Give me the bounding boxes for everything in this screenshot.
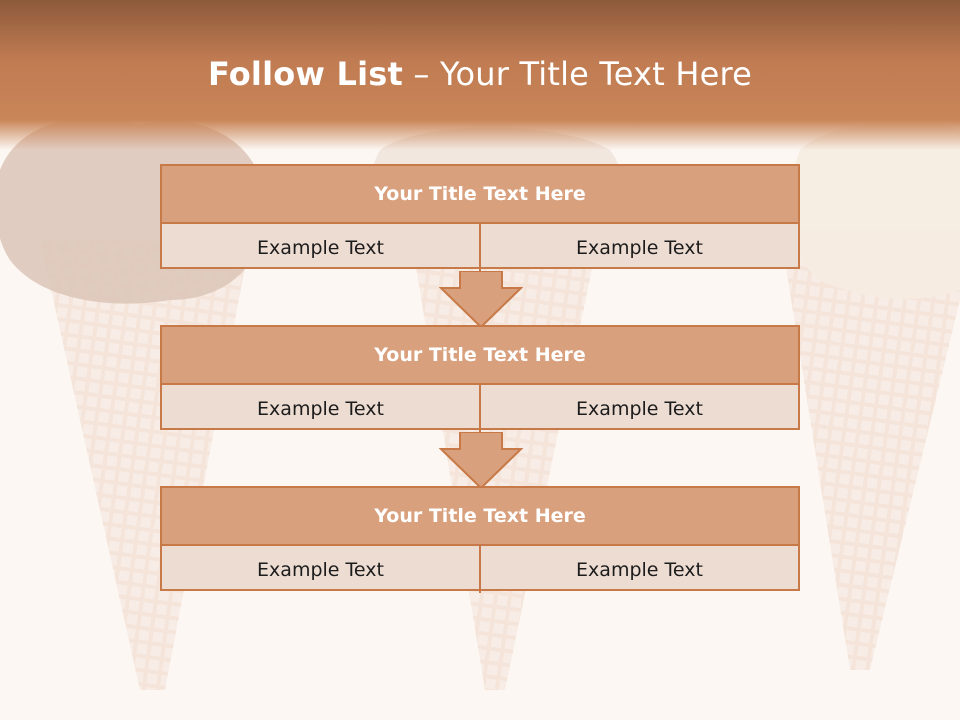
- step-title-2: Your Title Text Here: [162, 327, 798, 385]
- slide-title-bold: Follow List: [207, 55, 404, 93]
- step-row-1: Example Text Example Text: [162, 224, 798, 271]
- step-title-3: Your Title Text Here: [162, 488, 798, 546]
- step-row-2: Example Text Example Text: [162, 385, 798, 432]
- down-arrow-icon: [439, 432, 523, 490]
- step-block-2: Your Title Text Here Example Text Exampl…: [160, 325, 800, 432]
- slide-title-rest: – Your Title Text Here: [403, 55, 753, 93]
- step-title-1: Your Title Text Here: [162, 166, 798, 224]
- step-3-right-text: Example Text: [479, 546, 798, 593]
- step-2-left-text: Example Text: [257, 397, 384, 420]
- title-band: [0, 0, 960, 150]
- step-block-1: Your Title Text Here Example Text Exampl…: [160, 164, 800, 271]
- cone-right: [780, 230, 960, 670]
- down-arrow-icon: [439, 271, 523, 329]
- scoop-vanilla: [789, 121, 960, 299]
- step-block-3: Your Title Text Here Example Text Exampl…: [160, 486, 800, 593]
- step-3-left-text: Example Text: [257, 558, 384, 581]
- step-1-right-text: Example Text: [479, 224, 798, 271]
- step-1-left-text: Example Text: [257, 236, 384, 259]
- step-2-right-text: Example Text: [479, 385, 798, 432]
- step-row-3: Example Text Example Text: [162, 546, 798, 593]
- slide-title: Follow List – Your Title Text Here: [0, 55, 960, 93]
